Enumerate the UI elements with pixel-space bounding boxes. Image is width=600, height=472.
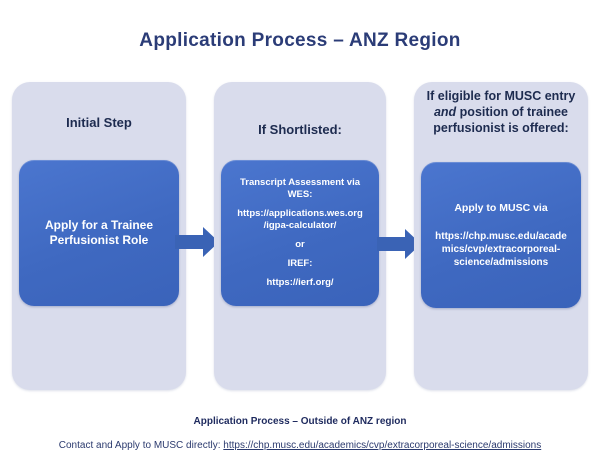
panel-if-shortlisted: If Shortlisted: Transcript Assessment vi… <box>214 82 386 390</box>
header-prefix-text: If eligible for MUSC entry <box>426 89 576 103</box>
panel-if-shortlisted-header: If Shortlisted: <box>258 122 342 137</box>
footer-contact-label: Contact and Apply to MUSC directly: <box>58 440 224 451</box>
step-box-apply-musc: Apply to MUSC via https://chp.musc.edu/a… <box>421 162 581 308</box>
transcript-assessment-label: Transcript Assessment via WES: <box>239 177 361 200</box>
panel-if-eligible: If eligible for MUSC entry and position … <box>414 82 588 390</box>
ierf-url-text: https://ierf.org/ <box>266 277 334 288</box>
step-box-transcript-assessment: Transcript Assessment via WES: https://a… <box>221 160 379 306</box>
footer-heading: Application Process – Outside of ANZ reg… <box>193 416 407 427</box>
step-box-apply-trainee-text: Apply for a Trainee Perfusionist Role <box>44 218 154 247</box>
header-emphasis-and: and <box>433 105 457 119</box>
footer-contact-line: Contact and Apply to MUSC directly: http… <box>0 440 600 451</box>
ierf-label: IREF: <box>287 258 313 269</box>
apply-musc-label: Apply to MUSC via <box>454 201 548 214</box>
panel-if-eligible-header: If eligible for MUSC entry and position … <box>420 88 582 136</box>
musc-admissions-link[interactable]: https://chp.musc.edu/academics/cvp/extra… <box>223 440 542 451</box>
panel-initial-step-header: Initial Step <box>66 115 132 130</box>
flow-arrow-right-icon <box>175 227 219 257</box>
step-box-apply-trainee: Apply for a Trainee Perfusionist Role <box>19 160 179 306</box>
arrow-bar <box>175 235 203 249</box>
or-separator-text: or <box>295 239 305 250</box>
arrow-bar <box>377 237 405 251</box>
wes-url-text: https://applications.wes.org /igpa-calcu… <box>237 208 363 231</box>
panel-initial-step: Initial Step Apply for a Trainee Perfusi… <box>12 82 186 390</box>
header-suffix-text: position of trainee perfusionist is offe… <box>433 105 569 135</box>
musc-url-text: https://chp.musc.edu/acade mics/cvp/extr… <box>435 230 567 268</box>
page-title: Application Process – ANZ Region <box>139 30 461 51</box>
